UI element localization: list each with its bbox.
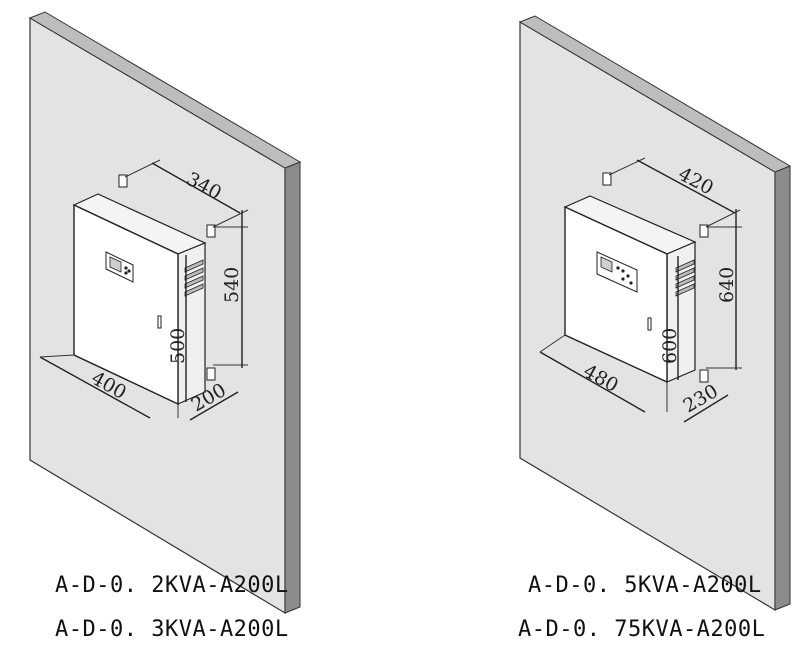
panel-button: [621, 277, 625, 281]
mount-bracket: [699, 224, 709, 238]
door-handle: [157, 315, 162, 329]
panel-button: [124, 266, 128, 270]
dim-body-height: 600: [659, 328, 681, 364]
dimension-lines: [539, 157, 742, 423]
panel-button: [127, 269, 131, 273]
dimension-lines: [39, 159, 249, 421]
panel-button: [629, 281, 633, 285]
mount-bracket: [602, 172, 612, 186]
side-vents: [184, 259, 204, 297]
panel-button: [621, 269, 625, 273]
mount-bracket: [206, 224, 216, 238]
dim-right-height: 540: [221, 267, 243, 303]
side-vents: [675, 259, 695, 297]
dim-body-height: 500: [167, 328, 189, 364]
mount-bracket: [118, 174, 128, 188]
wall-top-edge: [518, 15, 792, 173]
mount-bracket: [206, 367, 216, 381]
panel-button: [626, 274, 630, 278]
dim-right-height: 640: [716, 267, 738, 303]
cabinet-drawing-right: 420 640 600 480 230: [518, 15, 792, 612]
lcd-screen: [600, 256, 613, 273]
panel-button: [616, 266, 620, 270]
mount-bracket: [699, 369, 709, 383]
panel-button: [124, 271, 128, 275]
model-caption: A-D-0. 2KVA-A200L: [55, 573, 289, 598]
wall-top-edge: [28, 11, 302, 169]
model-caption: A-D-0. 3KVA-A200L: [55, 617, 289, 642]
door-handle: [647, 317, 652, 331]
model-caption: A-D-0. 5KVA-A200L: [528, 573, 762, 598]
lcd-screen: [109, 256, 122, 273]
wall-edge: [284, 161, 301, 614]
wall-edge: [774, 165, 791, 611]
model-caption: A-D-0. 75KVA-A200L: [518, 617, 766, 642]
cabinet-drawing-left: 340 540 500 400 200: [28, 11, 302, 615]
